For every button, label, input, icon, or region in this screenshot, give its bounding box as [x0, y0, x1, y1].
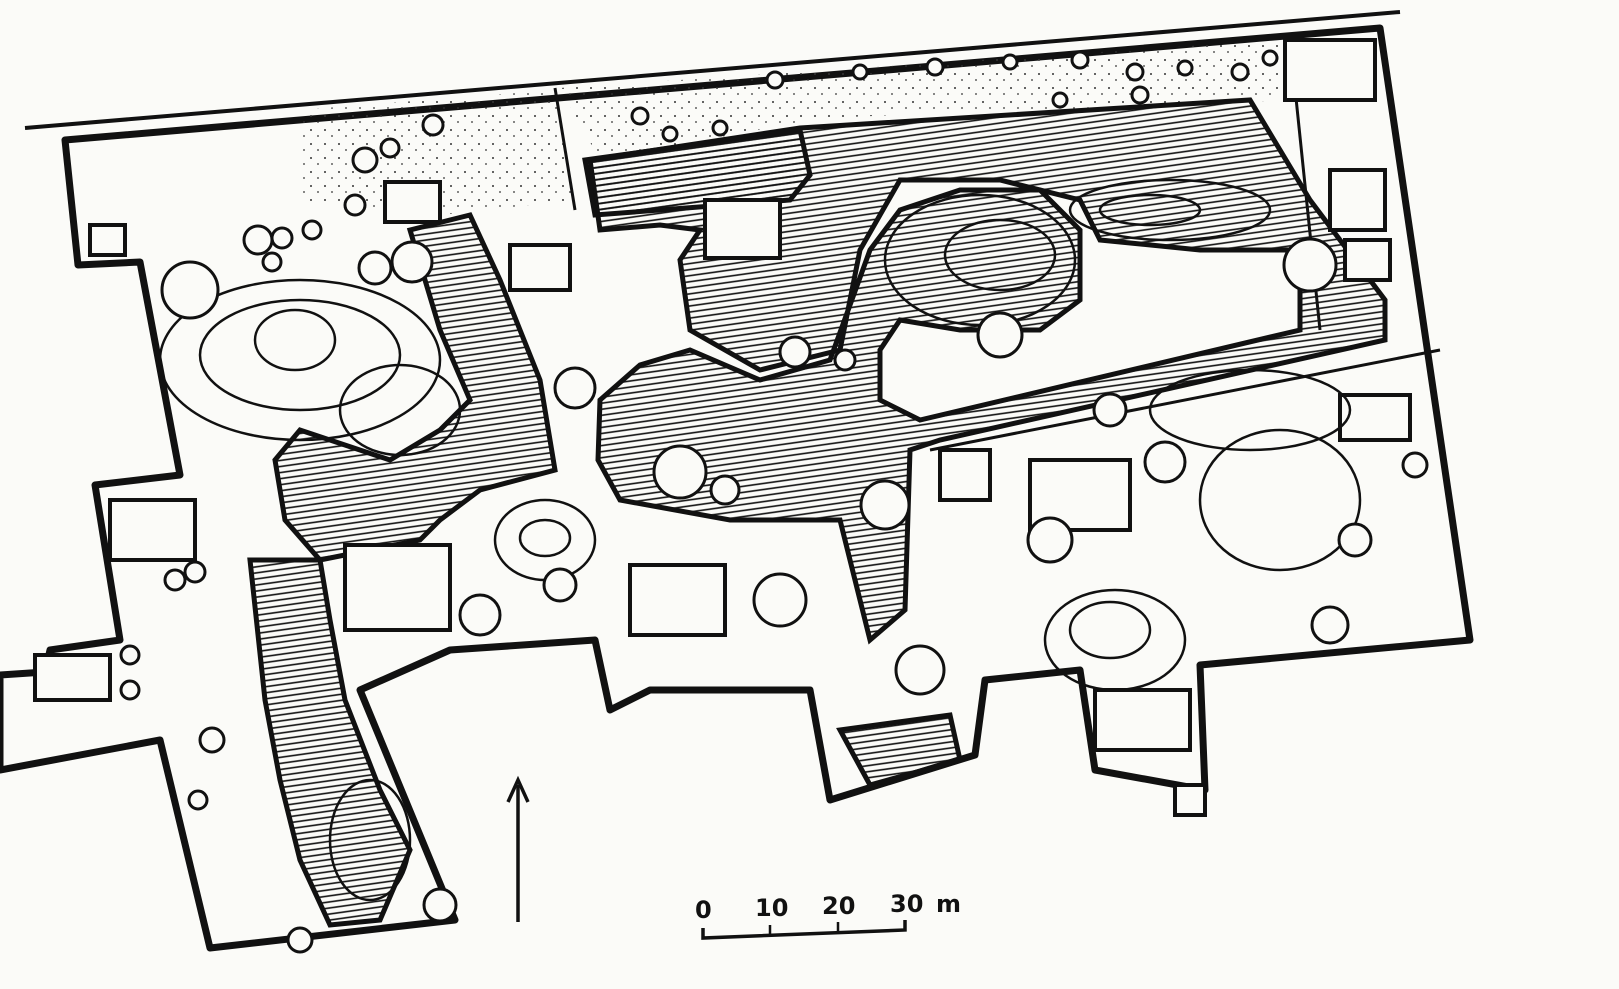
building-corner-pavilion — [88, 223, 127, 257]
scale-tick-20: 20 — [822, 892, 855, 920]
south-pond — [836, 712, 963, 788]
building-south-tower — [1173, 783, 1207, 817]
interior-wall-west — [553, 87, 577, 211]
interior-wall-south — [929, 348, 1441, 452]
north-pavilion-roof — [582, 127, 813, 218]
building-east-hall — [1328, 168, 1387, 232]
scale-tick-10: 10 — [755, 894, 788, 922]
building-southwest-hall — [343, 543, 452, 632]
building-west-pavilion — [508, 243, 572, 292]
building-east-pavilion — [1343, 238, 1392, 282]
north-arrow-icon — [506, 775, 530, 922]
paved-area-northwest — [300, 90, 575, 215]
building-southeast-hall — [1338, 393, 1412, 442]
rockery-east-island — [1068, 178, 1272, 242]
paved-area-north — [560, 40, 1295, 160]
building-south-wing — [1093, 688, 1192, 752]
rockery-northwest — [158, 278, 462, 457]
scale-unit: m — [936, 890, 961, 918]
scale-bar: 0 10 20 30 m — [695, 890, 961, 940]
street-line — [24, 10, 1401, 130]
building-north-pavilion — [703, 198, 782, 260]
building-south-hall-3 — [938, 448, 992, 502]
building-south-hall-1 — [628, 563, 727, 637]
central-pond — [587, 97, 1388, 645]
building-west-entrance — [108, 498, 197, 562]
building-west-gatehouse — [33, 653, 112, 702]
scale-tick-0: 0 — [695, 896, 712, 924]
building-northeast-gate — [1283, 38, 1377, 102]
trees — [119, 113, 1429, 954]
scale-tick-30: 30 — [890, 890, 923, 918]
shrub-row-north — [630, 49, 1279, 143]
rockery-east — [1148, 368, 1362, 572]
building-northwest-pavilion — [383, 180, 442, 224]
